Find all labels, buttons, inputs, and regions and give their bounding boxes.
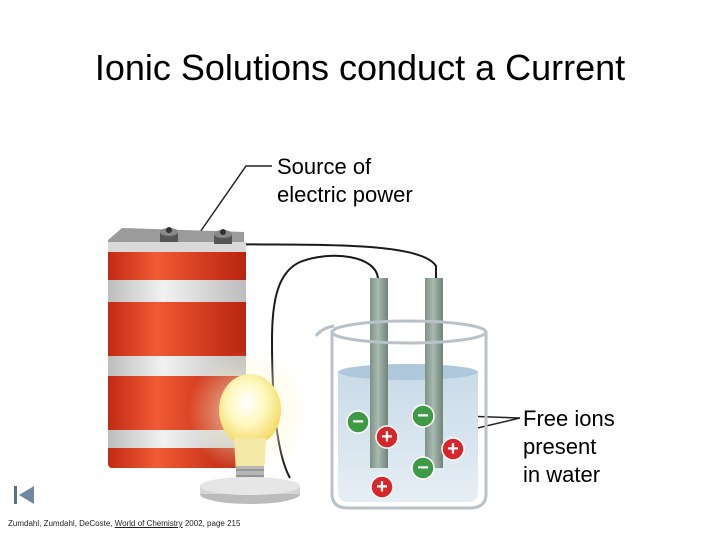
bulb-glass: [219, 374, 281, 446]
first-slide-button[interactable]: [12, 484, 36, 506]
slide-title: Ionic Solutions conduct a Current: [94, 47, 626, 88]
first-slide-icon: [14, 486, 34, 504]
battery-terminal-positive: [214, 229, 232, 244]
wire-battery-to-electrode: [227, 243, 437, 280]
free-ions-label: Free ions present in water: [523, 406, 615, 487]
source-leader-line: [197, 165, 272, 236]
source-of-power-label: Source of electric power: [277, 154, 413, 207]
electrode-right: [425, 278, 443, 468]
citation: Zumdahl, Zumdahl, DeCoste, World of Chem…: [8, 519, 241, 528]
battery-terminal-negative: [160, 227, 178, 242]
beaker: [314, 278, 488, 510]
battery-band: [108, 280, 246, 302]
beaker-water: [338, 372, 478, 502]
electrode-left: [370, 278, 388, 468]
light-bulb: [188, 350, 312, 504]
